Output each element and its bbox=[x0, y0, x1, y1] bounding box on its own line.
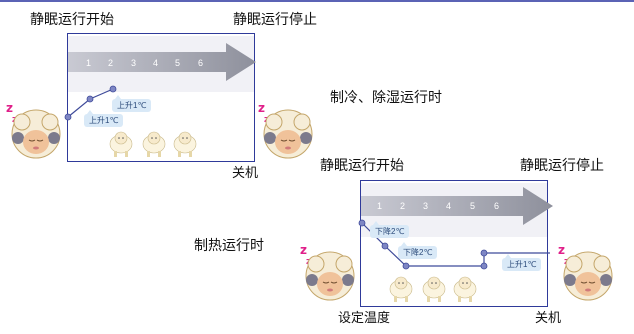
top-stop-label: 静眠运行停止 bbox=[233, 11, 317, 27]
svg-text:z: z bbox=[6, 101, 13, 115]
top-step-3: 3 bbox=[131, 58, 137, 68]
top-start-label: 静眠运行开始 bbox=[30, 11, 114, 27]
sleeping-sheep-left-bottom: z z bbox=[300, 243, 355, 301]
top-step-4: 4 bbox=[153, 58, 159, 68]
top-rise-bubble-2: 上升1℃ bbox=[84, 110, 124, 127]
svg-text:z: z bbox=[258, 101, 265, 115]
bottom-step-3: 3 bbox=[423, 201, 429, 211]
bottom-lambs bbox=[389, 276, 477, 303]
bottom-setpoint-label: 设定温度 bbox=[338, 310, 391, 325]
top-rise-bubble-1: 上升1℃ bbox=[112, 95, 152, 112]
top-step-1: 1 bbox=[86, 58, 92, 68]
top-lambs bbox=[109, 131, 197, 158]
top-rule bbox=[0, 0, 634, 2]
bottom-step-1: 1 bbox=[377, 201, 383, 211]
bottom-drop-bubble-2: 下降2℃ bbox=[398, 242, 438, 259]
bottom-time-arrow bbox=[361, 187, 553, 225]
svg-text:z: z bbox=[558, 243, 565, 257]
bottom-drop-bubble-1: 下降2℃ bbox=[370, 221, 410, 238]
bottom-step-5: 5 bbox=[470, 201, 476, 211]
bottom-stop-label: 静眠运行停止 bbox=[520, 157, 604, 173]
bottom-step-4: 4 bbox=[446, 201, 452, 211]
bottom-mode-label: 制热运行时 bbox=[194, 237, 264, 253]
bottom-off-label: 关机 bbox=[535, 310, 562, 325]
top-step-2: 2 bbox=[108, 58, 114, 68]
sleeping-sheep-left-top: z z bbox=[6, 101, 61, 159]
bottom-step-6: 6 bbox=[494, 201, 500, 211]
svg-text:z: z bbox=[300, 243, 307, 257]
top-off-label: 关机 bbox=[232, 165, 259, 180]
top-time-arrow bbox=[68, 43, 256, 81]
bottom-start-label: 静眠运行开始 bbox=[320, 157, 404, 173]
top-step-5: 5 bbox=[175, 58, 181, 68]
top-step-6: 6 bbox=[198, 58, 204, 68]
top-mode-label: 制冷、除湿运行时 bbox=[330, 89, 442, 105]
bottom-rise-bubble: 上升1℃ bbox=[502, 254, 542, 271]
bottom-step-2: 2 bbox=[400, 201, 406, 211]
sleeping-sheep-right-bottom: z z bbox=[558, 243, 613, 301]
sleeping-sheep-right-top: z z bbox=[258, 101, 313, 159]
